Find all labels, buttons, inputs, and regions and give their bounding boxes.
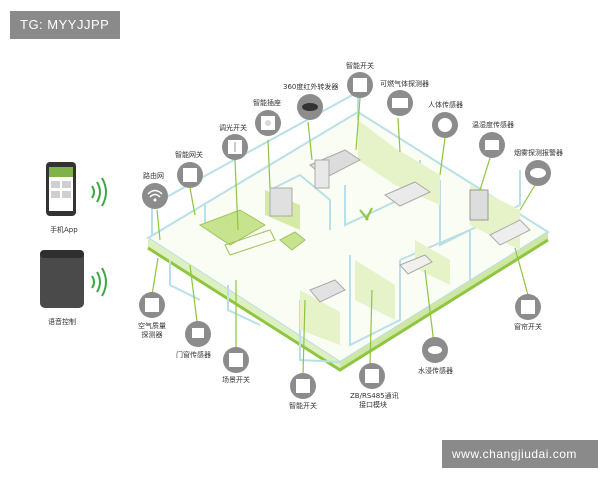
smart-switch-label-top: 智能开关 bbox=[346, 62, 374, 70]
house-walls bbox=[151, 90, 521, 363]
watermark-bottom: www.changjiudai.com bbox=[442, 440, 598, 468]
gas-detector-icon bbox=[387, 90, 413, 116]
ir-blaster-label: 360度红外转发器 bbox=[283, 83, 339, 91]
zb-module-label-line2: 接口模块 bbox=[359, 401, 387, 409]
thermo-sensor-icon bbox=[479, 132, 505, 158]
voice-control-label: 语音控制 bbox=[48, 318, 76, 326]
air-quality-icon bbox=[139, 292, 165, 318]
scene-switch-icon bbox=[223, 347, 249, 373]
dimmer-switch-label: 调光开关 bbox=[219, 124, 247, 132]
thermo-sensor-label: 温湿度传感器 bbox=[472, 121, 514, 129]
motion-sensor-icon bbox=[432, 112, 458, 138]
curtain-switch-label: 窗帘开关 bbox=[514, 323, 542, 331]
gas-detector-label: 可燃气体探测器 bbox=[380, 80, 429, 88]
smoke-alarm-icon bbox=[525, 160, 551, 186]
air-quality-label-line1: 空气质量 bbox=[138, 322, 166, 330]
device-circles bbox=[139, 72, 551, 399]
wifi-icon bbox=[142, 183, 168, 209]
switch-icon-2 bbox=[290, 373, 316, 399]
curtain-switch-icon bbox=[515, 294, 541, 320]
smoke-alarm-label: 烟雾探测报警器 bbox=[514, 149, 563, 157]
speaker-icon bbox=[40, 250, 84, 308]
zb-module-label-line1: ZB/RS485通讯 bbox=[350, 392, 399, 400]
door-sensor-label: 门窗传感器 bbox=[176, 351, 211, 359]
motion-sensor-label: 人体传感器 bbox=[428, 101, 463, 109]
water-sensor-label: 水浸传感器 bbox=[418, 367, 453, 375]
router-label: 路由网 bbox=[143, 172, 164, 180]
socket-label: 智能插座 bbox=[253, 99, 281, 107]
furniture bbox=[198, 149, 531, 303]
zb-module-label: ZB/RS485通讯 接口模块 bbox=[350, 392, 399, 410]
zb-module-icon bbox=[359, 363, 385, 389]
signal-waves bbox=[91, 177, 107, 297]
scene-switch-label: 场景开关 bbox=[222, 376, 250, 384]
connector-lines bbox=[151, 97, 536, 376]
phone-icon bbox=[46, 162, 76, 216]
gateway-icon bbox=[177, 162, 203, 188]
smart-switch-label-bottom: 智能开关 bbox=[289, 402, 317, 410]
air-quality-label: 空气质量 探测器 bbox=[132, 322, 172, 340]
water-sensor-icon bbox=[422, 337, 448, 363]
dimmer-switch-icon bbox=[222, 134, 248, 160]
gateway-label: 智能网关 bbox=[175, 151, 203, 159]
socket-icon bbox=[255, 110, 281, 136]
switch-icon bbox=[347, 72, 373, 98]
phone-app-label: 手机App bbox=[50, 226, 78, 234]
watermark-top: TG: MYYJJPP bbox=[10, 11, 120, 39]
house-floor bbox=[146, 110, 550, 372]
ir-blaster-icon bbox=[297, 94, 323, 120]
air-quality-label-line2: 探测器 bbox=[141, 331, 163, 339]
door-sensor-icon bbox=[185, 321, 211, 347]
